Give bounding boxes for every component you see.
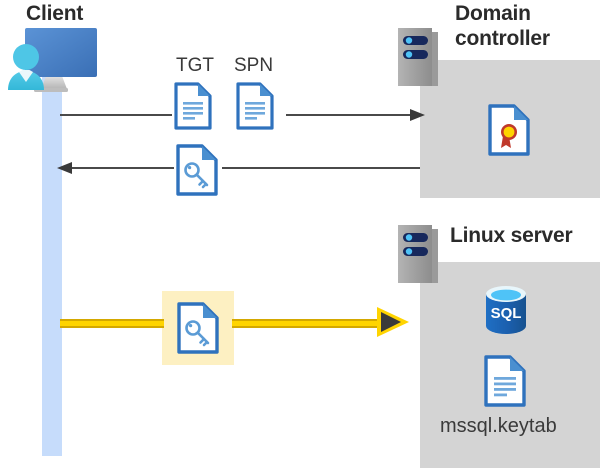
- request-arrow-head-icon: [410, 107, 426, 123]
- certificate-document-icon: [488, 104, 530, 156]
- response-arrow-head-icon: [56, 160, 72, 176]
- tgt-label: TGT: [176, 55, 214, 76]
- sql-icon-text: SQL: [491, 305, 522, 322]
- keytab-file-label: mssql.keytab: [440, 415, 557, 437]
- keytab-document-icon: [484, 355, 526, 407]
- client-computer-icon: [6, 24, 102, 94]
- request-arrow-segment-left: [60, 114, 172, 116]
- response-arrow-segment-right: [222, 167, 420, 169]
- spn-document-icon: [236, 82, 274, 130]
- spn-label: SPN: [234, 55, 274, 76]
- sql-database-icon: SQL: [482, 284, 530, 336]
- tgt-document-icon: [174, 82, 212, 130]
- request-arrow-segment-right: [286, 114, 418, 116]
- linux-server-rack-icon: [398, 225, 438, 283]
- service-ticket-key-document-icon: [177, 302, 219, 354]
- service-ticket-arrow-head-icon: [376, 306, 410, 338]
- domain-controller-server-rack-icon: [398, 28, 438, 86]
- linux-server-title: Linux server: [450, 224, 573, 247]
- client-lifeline: [42, 72, 62, 456]
- domain-controller-title: Domain controller: [455, 2, 550, 50]
- key-document-icon: [176, 144, 218, 196]
- client-title: Client: [26, 2, 84, 25]
- service-ticket-arrow-segment-right: [232, 319, 382, 328]
- response-arrow-segment-left: [72, 167, 174, 169]
- service-ticket-arrow-segment-left: [60, 319, 164, 328]
